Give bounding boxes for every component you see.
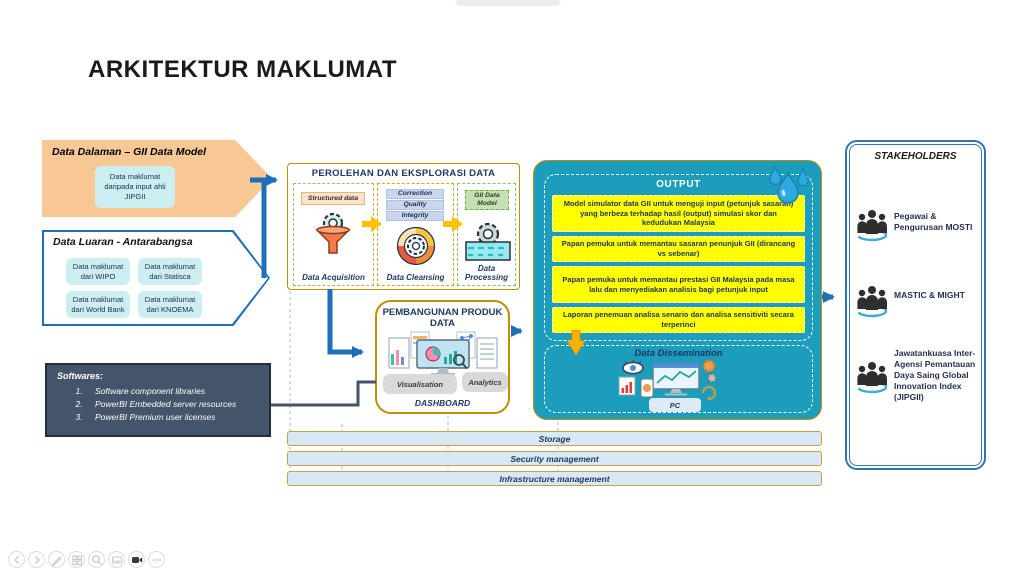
- security-management-bar: Security management: [287, 451, 822, 466]
- data-source-worldbank: Data maklumat dari World Bank: [66, 291, 130, 318]
- visualisation-button: Visualisation: [383, 374, 457, 394]
- output-item-2: Papan pemuka untuk memantau sasaran penu…: [552, 236, 805, 262]
- data-dalaman-title: Data Dalaman – GII Data Model: [52, 146, 207, 158]
- captions-monitor-icon: [111, 555, 122, 564]
- dissemination-title: Data Dissemination: [634, 348, 723, 359]
- cleansing-tag-quality: Quality: [386, 200, 444, 210]
- pembangunan-title: PEMBANGUNAN PRODUK DATA: [382, 307, 503, 330]
- output-title: OUTPUT: [656, 179, 701, 190]
- output-box: OUTPUT Model simulator data GII untuk me…: [533, 160, 822, 420]
- softwares-title: Softwares:: [57, 371, 104, 381]
- stakeholder-item-jipgii: Jawatankuasa Inter-Agensi Pemantauan Day…: [894, 348, 976, 403]
- infrastructure-management-bar: Infrastructure management: [287, 471, 822, 486]
- see-all-slides-button[interactable]: [68, 551, 85, 568]
- zoom-button[interactable]: [88, 551, 105, 568]
- chevron-right-icon: [34, 555, 40, 564]
- software-item: PowerBI Premium user licenses: [85, 411, 236, 424]
- stakeholders-box: STAKEHOLDERS Pegawai & Pengurusan MOSTI …: [845, 140, 986, 470]
- captions-button[interactable]: [108, 551, 125, 568]
- data-dalaman-item: Data maklumat daripada input ahli JIPGII: [95, 166, 175, 208]
- data-acquisition-column: Structured data Data Acquisition: [293, 183, 374, 286]
- dissemination-illustration-icon: [618, 359, 717, 400]
- flow-arrow-icon: [443, 216, 463, 232]
- storage-bar: Storage: [287, 431, 822, 446]
- data-acquisition-label: Data Acquisition: [302, 273, 365, 282]
- down-arrow-icon: [567, 330, 585, 356]
- data-source-statisca: Data maklumat dari Statisca: [138, 258, 202, 285]
- gear-water-icon: [465, 222, 511, 261]
- perolehan-title: PEROLEHAN DAN EKSPLORASI DATA: [311, 168, 496, 179]
- funnel-gear-icon: [315, 212, 351, 254]
- output-item-1: Model simulator data GII untuk menguji i…: [552, 195, 805, 232]
- analytics-button: Analytics: [462, 372, 508, 392]
- page-title: ARKITEKTUR MAKLUMAT: [88, 56, 398, 83]
- data-source-wipo: Data maklumat dari WIPO: [66, 258, 130, 285]
- chevron-left-icon: [13, 555, 19, 564]
- data-source-knoema: Data maklumat dari KNOEMA: [138, 291, 202, 318]
- pen-icon: [51, 555, 62, 566]
- stakeholder-item-mosti: Pegawai & Pengurusan MOSTI: [894, 211, 973, 233]
- water-drops-icon: [769, 165, 809, 204]
- data-processing-column: GII Data Model Data Processing: [457, 183, 516, 286]
- softwares-box: Softwares: Software component libraries …: [45, 363, 271, 437]
- presenter-toolbar: [8, 551, 165, 568]
- data-luaran-title: Data Luaran - Antarabangsa: [53, 236, 193, 248]
- data-cleansing-column: Correction Quality Integrity Data Cleans…: [377, 183, 454, 286]
- output-item-4: Laporan penemuan analisa senario dan ana…: [552, 307, 805, 333]
- pc-device-label: PC: [649, 398, 701, 412]
- pen-button[interactable]: [48, 551, 65, 568]
- cleansing-tag-correction: Correction: [386, 189, 444, 199]
- camera-button[interactable]: [128, 551, 145, 568]
- softwares-list: Software component libraries PowerBI Emb…: [85, 385, 236, 423]
- perolehan-box: PEROLEHAN DAN EKSPLORASI DATA Structured…: [287, 163, 520, 290]
- slideshow-peek-bar[interactable]: [455, 0, 561, 6]
- data-cleansing-label: Data Cleansing: [386, 273, 445, 282]
- structured-data-tag: Structured data: [301, 192, 365, 205]
- more-options-button[interactable]: [148, 551, 165, 568]
- stakeholders-title: STAKEHOLDERS: [874, 151, 957, 162]
- output-items-panel: OUTPUT Model simulator data GII untuk me…: [544, 174, 813, 341]
- next-slide-button[interactable]: [28, 551, 45, 568]
- people-group-icon: [856, 210, 888, 242]
- software-item: Software component libraries: [85, 385, 236, 398]
- people-group-icon: [856, 362, 888, 394]
- data-processing-label: Data Processing: [464, 264, 509, 282]
- software-item: PowerBI Embedded server resources: [85, 398, 236, 411]
- camera-icon: [131, 556, 142, 563]
- dashboard-illustration-icon: [388, 331, 498, 375]
- gii-data-model-tag: GII Data Model: [465, 190, 509, 210]
- cleansing-ring-gear-icon: [396, 226, 436, 266]
- previous-slide-button[interactable]: [8, 551, 25, 568]
- pembangunan-box: PEMBANGUNAN PRODUK DATA Visualisation An…: [375, 300, 510, 414]
- grid-icon: [71, 554, 82, 565]
- stakeholder-item-mastic-might: MASTIC & MIGHT: [894, 290, 965, 300]
- output-item-3: Papan pemuka untuk memantau prestasi GII…: [552, 266, 805, 303]
- ellipsis-icon: [152, 558, 161, 561]
- magnifier-icon: [91, 554, 102, 565]
- dissemination-panel: Data Dissemination PC: [544, 345, 813, 413]
- cleansing-tag-integrity: Integrity: [386, 211, 444, 221]
- data-dalaman-shape: Data Dalaman – GII Data Model Data maklu…: [42, 140, 272, 217]
- flow-arrow-icon: [362, 216, 382, 232]
- dashboard-caption: DASHBOARD: [414, 398, 471, 408]
- stakeholders-inner-border: [849, 144, 982, 466]
- data-luaran-shape: Data Luaran - Antarabangsa Data maklumat…: [42, 230, 270, 326]
- people-group-icon: [856, 286, 888, 318]
